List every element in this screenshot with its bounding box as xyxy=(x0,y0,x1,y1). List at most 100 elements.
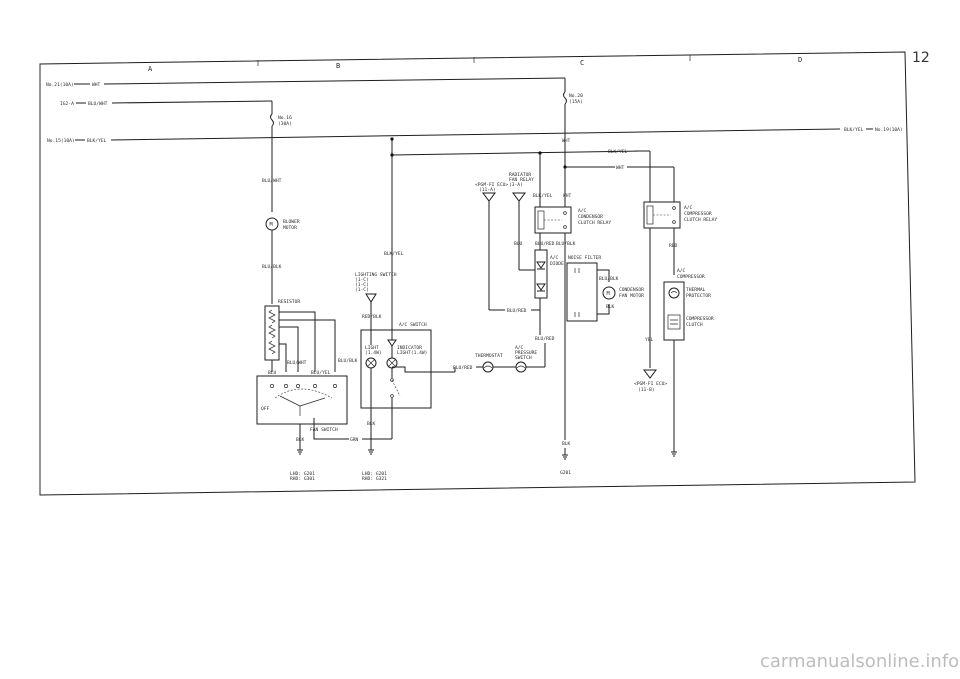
ground-3-label: G201 xyxy=(560,470,571,476)
wire-blk-label-g201: BLK xyxy=(562,441,571,447)
fan-switch: OFF FAN SWITCH BLK GRN xyxy=(256,375,392,450)
column-label-a: A xyxy=(148,65,153,73)
blower-motor-label-1: BLOWER xyxy=(283,219,300,225)
wire-blured-label-ecu: BLU/RED xyxy=(507,308,527,314)
thermostat-label: THERMOSTAT xyxy=(475,353,503,359)
fan-switch-off-label: OFF xyxy=(261,406,270,412)
ac-switch-light-label: LIGHT xyxy=(365,345,379,351)
lighting-switch: LIGHTING SWITCH (1-C) (1-C) (1-C) RED/BL… xyxy=(355,272,397,345)
ground-g201-g321: LHD: G201 RHD: G321 xyxy=(362,449,387,482)
ac-diode-label-1: A/C xyxy=(550,255,559,261)
condenser-motor-symbol: M xyxy=(607,291,610,297)
ac-compressor-label-2: COMPRESSOR xyxy=(677,274,705,280)
wire-red-label-compressor: RED xyxy=(669,243,678,249)
lighting-switch-ref-2: (1-C) xyxy=(355,282,369,288)
wire-blured-label-diode: BLU/RED xyxy=(535,241,555,247)
ac-diode: A/C DIODE BLU/RED xyxy=(519,249,564,367)
ac-diode-label-2: DIODE xyxy=(550,261,564,267)
page-number: 12 xyxy=(912,50,930,66)
radiator-fan-relay-label-1: RADIATOR xyxy=(509,172,531,178)
compressor-relay-label-1: A/C xyxy=(684,205,693,211)
wire-blublk-label-diode: BLU/BLK xyxy=(556,241,576,247)
pressure-switch-label-3: SWITCH xyxy=(515,355,532,361)
column-label-b: B xyxy=(336,62,340,70)
fan-switch-label: FAN SWITCH xyxy=(310,427,338,433)
condenser-motor-label-2: FAN MOTOR xyxy=(619,293,644,299)
ground-1-lhd: LHD: G201 xyxy=(290,471,315,477)
condenser-motor-label-1: CONDENSOR xyxy=(619,287,644,293)
blower-motor: M BLOWER MOTOR BLU/BLK xyxy=(262,217,300,304)
wire-blu-label-diode: BLU xyxy=(514,241,523,247)
wire-blu-label-resistor: BLU xyxy=(268,370,277,376)
wire-wht-label-right-feed: WHT xyxy=(616,165,625,171)
lighting-switch-ref-3: (1-C) xyxy=(355,287,369,293)
pressure-switch-label-2: PRESSURE xyxy=(515,350,537,356)
wire-blkyel-label-left: BLK/YEL xyxy=(87,138,107,144)
ac-switch-indicator-rating: LIGHT(1.4W) xyxy=(397,350,427,356)
feed-wires: No.21(10A) WHT IG2-A BLU/WHT No.15(10A) … xyxy=(46,77,903,144)
fuse-20-rating: (15A) xyxy=(569,99,583,105)
condenser-fan-motor: BLU/BLK M CONDENSOR FAN MOTOR BLK xyxy=(599,276,644,310)
wire-blkyel-label-right: BLK/YEL xyxy=(844,127,864,133)
compressor-clutch-label-1: COMPRESSOR xyxy=(686,316,714,322)
blower-motor-label-2: MOTOR xyxy=(283,225,297,231)
fuse-16-rating: (30A) xyxy=(278,121,292,127)
pgm-fi-ecu-bottom: YEL <PGM-FI ECU> (11-B) xyxy=(634,337,667,393)
ground-2-rhd: RHD: G321 xyxy=(362,476,387,482)
noise-filter-label: NOISE FILTER xyxy=(568,255,601,261)
radiator-fan-relay: RADIATOR FAN RELAY (3-A) xyxy=(509,172,534,270)
compressor-clutch-relay: A/C COMPRESSOR CLUTCH RELAY RED xyxy=(643,201,717,368)
wire-grn-label: GRN xyxy=(350,437,359,443)
wire-blkyel-label-relay: BLK/YEL xyxy=(533,193,553,199)
wire-wht-label-relay: WHT xyxy=(563,193,572,199)
compressor-relay-label-3: CLUTCH RELAY xyxy=(684,217,717,223)
noise-filter: NOISE FILTER xyxy=(564,250,610,440)
ac-switch-indicator-label: INDICATOR xyxy=(397,345,422,351)
diagram-frame xyxy=(39,51,916,496)
wire-redblk-label: RED/BLK xyxy=(362,314,382,320)
ac-pressure-switch: A/C PRESSURE SWITCH xyxy=(515,345,545,373)
fuse-no15-label: No.15(10A) xyxy=(47,138,75,144)
resistor-assembly: RESISTOR BLU/WHT BLU/BLK BLU BLU/YEL xyxy=(264,299,358,376)
pgm-fi-ecu-top-ref: (11-A) xyxy=(479,187,496,193)
ac-switch-feed: BLK/YEL xyxy=(384,137,641,340)
wire-bluwht-label-blower: BLU/WHT xyxy=(262,178,282,184)
blower-motor-symbol: M xyxy=(270,222,273,228)
pressure-switch-label-1: A/C xyxy=(515,345,524,351)
pgm-fi-ecu-bottom-label: <PGM-FI ECU> xyxy=(634,381,667,387)
wire-blublk-label-resistor: BLU/BLK xyxy=(338,358,358,364)
thermal-protector-label-2: PROTECTOR xyxy=(686,293,711,299)
wire-blk-label-condenser: BLK xyxy=(606,304,615,310)
wire-blublk-label-condenser: BLU/BLK xyxy=(599,276,619,282)
condenser-relay-label-3: CLUTCH RELAY xyxy=(578,220,611,226)
thermal-protector-label-1: THERMAL xyxy=(686,287,706,293)
condenser-clutch-relay: BLK/YEL WHT A/C CONDENSOR CLUTCH RELAY xyxy=(533,151,611,250)
ac-switch: A/C SWITCH LIGHT (1.4W) INDICATOR LIGHT(… xyxy=(360,322,455,450)
radiator-fan-relay-label-2: FAN RELAY xyxy=(509,177,534,183)
fuse-16: No.16 (30A) BLU/WHT xyxy=(262,113,292,212)
wire-wht-label-top: WHT xyxy=(92,82,101,88)
ac-compressor-label-1: A/C xyxy=(677,268,686,274)
resistor-label: RESISTOR xyxy=(278,299,300,305)
fuse-ig2a-label: IG2-A xyxy=(60,101,74,107)
wire-bluyel-label-resistor: BLU/YEL xyxy=(311,370,331,376)
fuse-20-number: No.20 xyxy=(569,93,583,99)
wire-yel-label: YEL xyxy=(645,337,654,343)
fuse-no19-label: No.19(10A) xyxy=(875,127,903,133)
ground-g201-g301: LHD: G201 RHD: G301 xyxy=(290,449,315,482)
column-ticks xyxy=(257,55,691,66)
pgm-fi-ecu-top-label: <PGM-FI ECU> xyxy=(475,182,508,188)
wire-bluwht-label-top: BLU/WHT xyxy=(88,101,108,107)
wire-blured-label-pressure: BLU/RED xyxy=(535,336,555,342)
fuse-no21-label: No.21(10A) xyxy=(46,82,74,88)
wire-wht-label-fuse20: WHT xyxy=(562,138,571,144)
wire-blured-label-thermostat: BLU/RED xyxy=(453,365,473,371)
thermostat: THERMOSTAT BLU/RED xyxy=(453,353,516,373)
radiator-fan-relay-label-3: (3-A) xyxy=(509,182,523,188)
pgm-fi-ecu-bottom-ref: (11-B) xyxy=(638,387,655,393)
lighting-switch-label: LIGHTING SWITCH xyxy=(355,272,397,278)
ground-2-lhd: LHD: G201 xyxy=(362,471,387,477)
wire-blkyel-label-acswitch: BLK/YEL xyxy=(384,251,404,257)
compressor-feed: BLK/YEL WHT xyxy=(565,149,675,202)
